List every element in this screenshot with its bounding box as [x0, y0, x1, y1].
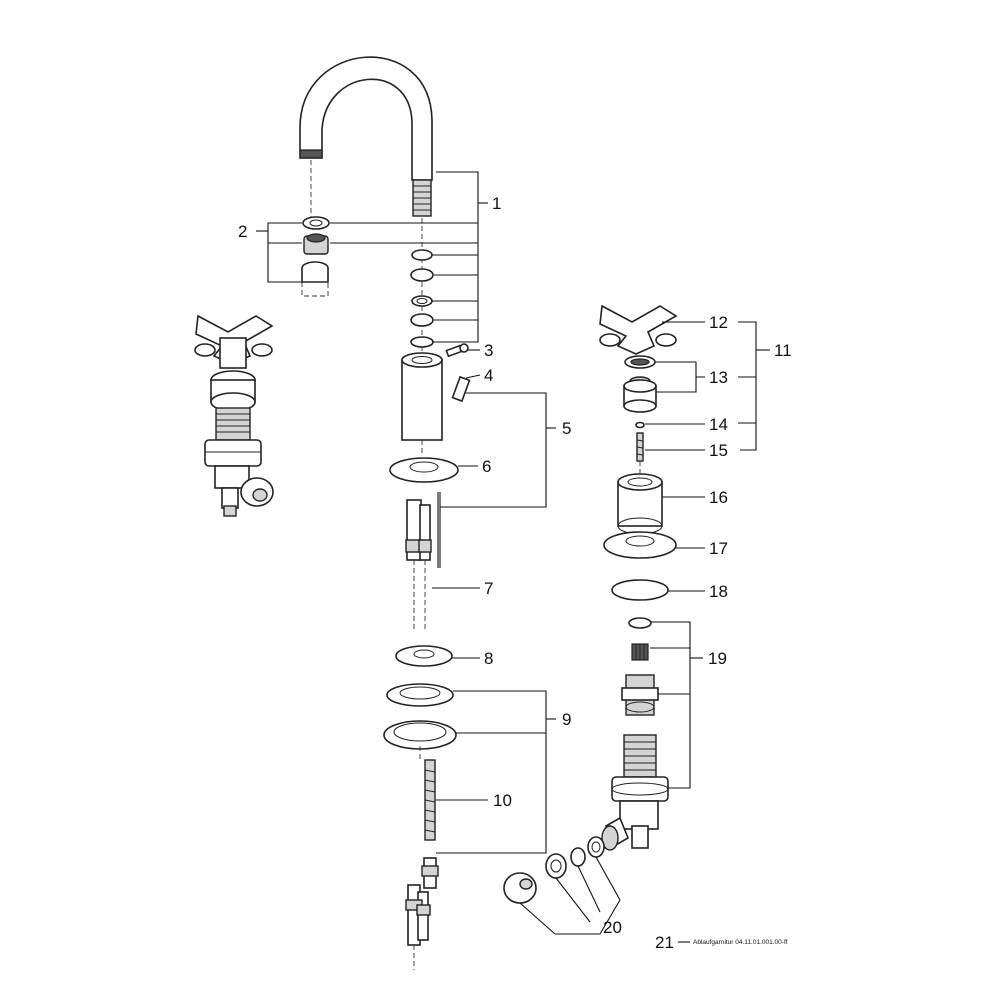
spout-part: [299, 56, 433, 181]
callout-1: 1: [492, 194, 501, 213]
footnote-text: Ablaufgarnitur 04.11.01.001.00-ff: [693, 939, 788, 946]
callout-20: 20: [603, 918, 622, 937]
callout-21: 21: [655, 933, 674, 952]
right-valve-body: [601, 734, 669, 851]
handle-cap: [624, 355, 656, 369]
spout-threaded-end: [412, 179, 432, 217]
connector-washer: [570, 847, 586, 867]
callout-16: 16: [709, 488, 728, 507]
gasket-plate: [395, 645, 453, 667]
right-cross-handle: [599, 304, 678, 355]
lift-rod-knob: [451, 375, 471, 403]
callout-3: 3: [484, 341, 493, 360]
callout-8: 8: [484, 649, 493, 668]
mounting-bracket: [383, 720, 457, 750]
cartridge-o-ring: [628, 617, 652, 629]
left-cross-handle: [194, 314, 274, 369]
large-o-ring: [611, 579, 669, 601]
o-ring: [410, 268, 434, 282]
callout-12: 12: [709, 313, 728, 332]
callout-17: 17: [709, 539, 728, 558]
washer: [411, 249, 433, 261]
set-screw: [445, 343, 469, 358]
callout-labels: 1 2 3 4 5 6 7 8 9 10 11 12 13 14 15 16 1…: [238, 194, 792, 952]
callout-6: 6: [482, 457, 491, 476]
callout-11: 11: [774, 341, 792, 360]
callout-18: 18: [709, 582, 728, 601]
aerator-housing: [301, 261, 329, 297]
hex-nut: [545, 853, 567, 879]
handle-adapter: [623, 376, 657, 413]
callout-4: 4: [484, 366, 493, 385]
connector-nut: [503, 872, 537, 904]
callout-7: 7: [484, 579, 493, 598]
connector-washer: [587, 836, 605, 858]
callout-9: 9: [562, 710, 571, 729]
valve-cartridge: [621, 643, 659, 716]
small-washer: [635, 421, 645, 429]
callout-13: 13: [709, 368, 728, 387]
callout-14: 14: [709, 415, 728, 434]
right-flange: [603, 531, 677, 559]
callout-5: 5: [562, 419, 571, 438]
rubber-gasket: [386, 683, 454, 707]
aerator-insert: [303, 233, 329, 255]
o-ring: [410, 336, 434, 348]
callout-10: 10: [493, 791, 512, 810]
leader-lines: [256, 171, 770, 943]
spindle-screw: [636, 432, 644, 462]
left-valve-body: [204, 370, 274, 517]
spout-body: [401, 352, 443, 441]
callout-15: 15: [709, 441, 728, 460]
washer: [410, 313, 434, 327]
hose-fittings: [405, 884, 431, 970]
aerator-ring: [302, 216, 330, 230]
o-ring: [411, 295, 433, 307]
supply-pipes: [405, 499, 432, 630]
callout-19: 19: [708, 649, 727, 668]
valve-sleeve: [617, 473, 663, 535]
base-flange: [389, 457, 459, 483]
callout-2: 2: [238, 222, 247, 241]
threaded-rod: [421, 759, 439, 889]
